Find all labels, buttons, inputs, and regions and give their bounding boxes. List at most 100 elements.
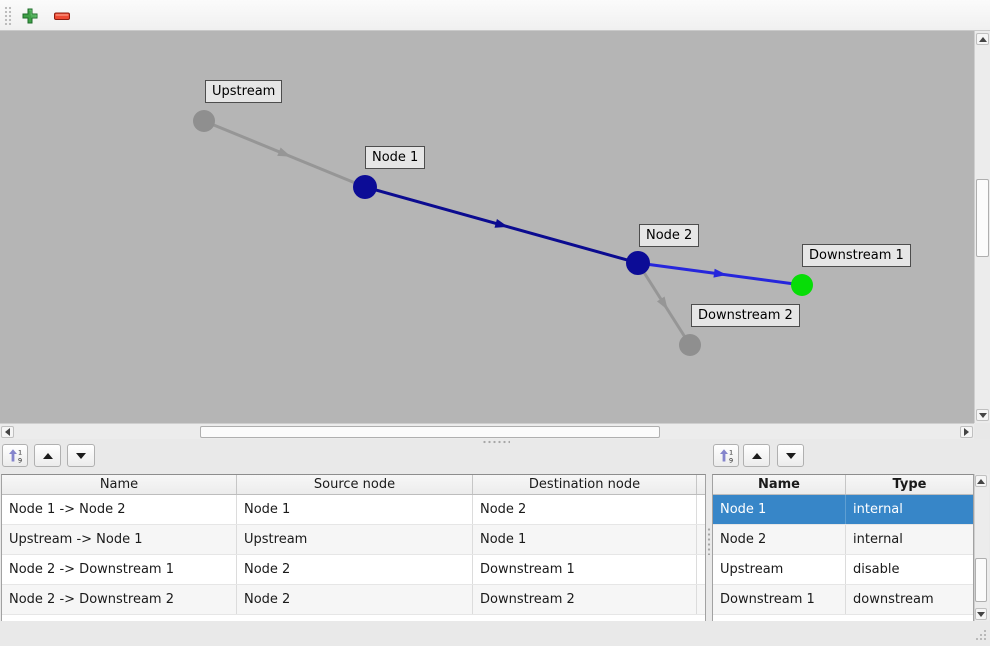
table-row[interactable]: Upstream disable <box>713 555 973 585</box>
table-row[interactable]: Downstream 1 downstream <box>713 585 973 615</box>
node-downstream1[interactable] <box>791 274 813 296</box>
column-header-name[interactable]: Name <box>713 475 846 494</box>
svg-text:1: 1 <box>18 449 22 457</box>
window-resize-grip[interactable] <box>972 626 988 642</box>
cell-source: Node 1 <box>237 495 473 524</box>
canvas-vertical-scrollbar[interactable] <box>974 31 990 423</box>
add-button[interactable] <box>19 5 41 27</box>
node-move-up-button[interactable] <box>743 444 770 467</box>
edge-move-down-button[interactable] <box>67 444 95 467</box>
scrollbar-thumb[interactable] <box>975 558 987 602</box>
sort-icon: 1 9 <box>8 449 22 464</box>
arrow-node2-downstream2 <box>656 296 668 310</box>
down-arrow-icon <box>76 452 86 459</box>
column-header-destination-node[interactable]: Destination node <box>473 475 697 494</box>
scroll-up-button[interactable] <box>976 33 989 45</box>
node-downstream2[interactable] <box>679 334 701 356</box>
scroll-up-button[interactable] <box>975 475 987 487</box>
node-table: Name Type Node 1 internal Node 2 interna… <box>712 474 974 621</box>
cell-type: disable <box>853 562 900 577</box>
scroll-right-button[interactable] <box>960 426 973 438</box>
node-label-downstream1[interactable]: Downstream 1 <box>802 244 911 267</box>
arrow-node1-node2 <box>494 219 509 228</box>
cell-source: Node 2 <box>237 555 473 584</box>
scroll-left-button[interactable] <box>1 426 14 438</box>
cell-destination: Node 1 <box>473 525 697 554</box>
cell-name: Downstream 1 <box>713 585 846 614</box>
resize-grip-icon <box>976 630 986 640</box>
cell-spacer <box>697 555 705 584</box>
table-row[interactable]: Node 1 internal <box>713 495 973 525</box>
triangle-right-icon <box>964 428 969 436</box>
graph-canvas[interactable]: Upstream Node 1 Node 2 Downstream 1 Down… <box>0 31 974 423</box>
scroll-down-button[interactable] <box>976 409 989 421</box>
table-row[interactable]: Node 2 -> Downstream 1 Node 2 Downstream… <box>2 555 705 585</box>
cell-type: internal <box>853 502 903 517</box>
cell-type: internal <box>853 532 903 547</box>
remove-button[interactable] <box>51 5 73 27</box>
minus-icon <box>54 12 70 20</box>
svg-text:1: 1 <box>729 449 733 457</box>
node-table-scrollbar[interactable] <box>974 474 989 621</box>
table-row[interactable]: Node 2 -> Downstream 2 Node 2 Downstream… <box>2 585 705 615</box>
cell-destination: Downstream 1 <box>473 555 697 584</box>
table-row[interactable]: Node 1 -> Node 2 Node 1 Node 2 <box>2 495 705 525</box>
cell-spacer <box>697 585 705 614</box>
main-toolbar <box>0 0 990 31</box>
edge-table: Name Source node Destination node Node 1… <box>1 474 706 621</box>
column-header-type[interactable]: Type <box>892 477 927 492</box>
edge-table-header: Name Source node Destination node <box>2 475 705 495</box>
arrow-node2-downstream1 <box>713 268 727 278</box>
table-row[interactable]: Upstream -> Node 1 Upstream Node 1 <box>2 525 705 555</box>
cell-name: Node 2 -> Downstream 1 <box>2 555 237 584</box>
cell-name: Upstream -> Node 1 <box>2 525 237 554</box>
node-sort-button[interactable]: 1 9 <box>713 444 739 467</box>
up-arrow-icon <box>42 452 53 459</box>
cell-destination: Node 2 <box>473 495 697 524</box>
svg-text:9: 9 <box>18 457 22 464</box>
splitter-grip-icon <box>707 527 711 555</box>
up-arrow-icon <box>751 452 762 459</box>
cell-source: Node 2 <box>237 585 473 614</box>
node-table-header: Name Type <box>713 475 973 495</box>
graph-svg <box>193 110 813 356</box>
horizontal-scrollbar-thumb[interactable] <box>200 426 660 438</box>
node-label-upstream[interactable]: Upstream <box>205 80 283 103</box>
node-node2[interactable] <box>626 251 650 275</box>
edge-move-up-button[interactable] <box>34 444 61 467</box>
node-move-down-button[interactable] <box>777 444 804 467</box>
cell-spacer <box>697 495 705 524</box>
triangle-down-icon <box>977 611 985 617</box>
cell-name: Node 1 <box>713 495 846 524</box>
empty-row-area <box>2 615 705 621</box>
cell-name: Node 1 -> Node 2 <box>2 495 237 524</box>
cell-name: Upstream <box>713 555 846 584</box>
vertical-scrollbar-thumb[interactable] <box>976 179 989 257</box>
triangle-left-icon <box>5 428 10 436</box>
node-label-node2[interactable]: Node 2 <box>639 224 700 247</box>
toolbar-drag-handle[interactable] <box>4 6 12 25</box>
sort-icon: 1 9 <box>719 449 733 463</box>
scroll-down-button[interactable] <box>975 608 987 620</box>
cell-type: downstream <box>853 592 934 607</box>
cell-name: Node 2 -> Downstream 2 <box>2 585 237 614</box>
node-label-node1[interactable]: Node 1 <box>365 146 426 169</box>
cell-spacer <box>697 525 705 554</box>
cell-source: Upstream <box>237 525 473 554</box>
canvas-horizontal-scrollbar[interactable] <box>0 423 974 439</box>
pane-splitter-vertical[interactable] <box>706 474 712 621</box>
node-node1[interactable] <box>353 175 377 199</box>
triangle-down-icon <box>978 412 987 418</box>
table-row[interactable]: Node 2 internal <box>713 525 973 555</box>
pane-splitter-horizontal[interactable] <box>0 439 990 445</box>
plus-icon <box>22 8 38 24</box>
scrollbar-corner <box>974 423 990 439</box>
node-label-downstream2[interactable]: Downstream 2 <box>691 304 800 327</box>
edge-sort-button[interactable]: 1 9 <box>2 444 28 467</box>
column-header-spacer <box>697 475 705 494</box>
column-header-source-node[interactable]: Source node <box>237 475 473 494</box>
column-header-name[interactable]: Name <box>2 475 237 494</box>
node-upstream[interactable] <box>193 110 215 132</box>
splitter-grip-icon <box>482 440 510 444</box>
